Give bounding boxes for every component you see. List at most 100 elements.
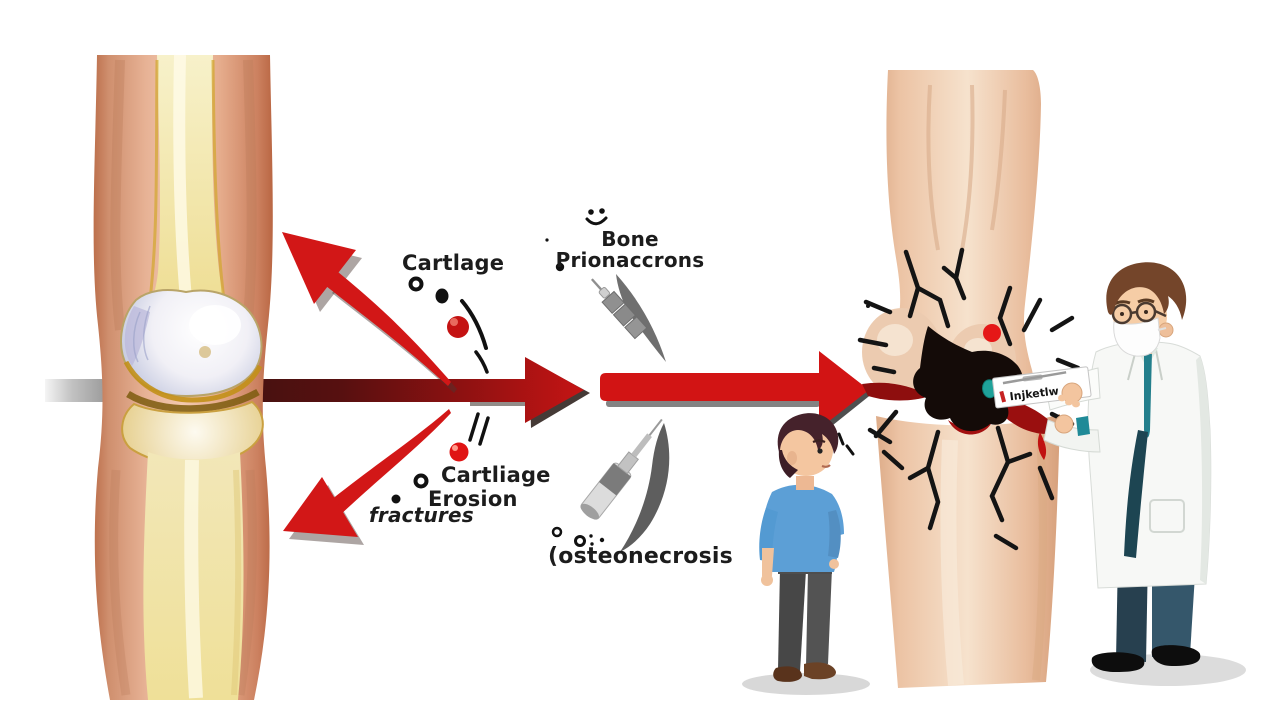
tiny-dot (866, 304, 870, 308)
glyph-dot (588, 209, 594, 215)
crack (857, 337, 889, 348)
muscle-shading (110, 59, 125, 331)
erosion-label-line2: Erosion (428, 487, 518, 511)
debris-ring (413, 473, 429, 489)
motion-stroke (474, 350, 489, 374)
floor-shadow (742, 673, 870, 695)
crack (993, 533, 1019, 551)
curved-arrow-up-icon (282, 232, 457, 393)
face-mask (1113, 317, 1161, 357)
hub (598, 287, 611, 299)
crack (1055, 357, 1081, 371)
coat-pocket (1149, 499, 1185, 533)
bone-highlight (940, 439, 964, 686)
crack (997, 285, 1013, 347)
motion-stroke (460, 299, 488, 350)
glyph-dot (599, 208, 605, 214)
needle (648, 418, 663, 436)
arrow-shadow (606, 400, 820, 407)
smiley-glyph-icon (545, 208, 608, 272)
necrosis-red-patch (1005, 398, 1060, 435)
crack (1037, 465, 1055, 501)
barrel-segment (612, 303, 637, 327)
motion-stroke (478, 416, 490, 446)
barrel-band (599, 463, 632, 496)
boy-mouth (821, 464, 831, 468)
finger (1058, 394, 1066, 402)
bone-highlight (173, 54, 192, 301)
boy-ear (787, 451, 797, 465)
boy-leg (778, 568, 806, 672)
tibia-diseased (876, 414, 1060, 688)
glyph-smile (585, 216, 608, 226)
tiny-dot (599, 537, 605, 543)
doctor-tie (1144, 352, 1152, 438)
arrow-head (282, 232, 356, 304)
mask-strap (1157, 327, 1167, 331)
crack (863, 299, 893, 315)
muscle-shading (235, 469, 257, 696)
crack (1021, 297, 1043, 333)
doctor-figure: Injketlw (982, 262, 1246, 686)
boy-leg (806, 568, 832, 666)
blade-shadow (616, 274, 666, 362)
glasses-lens (1111, 303, 1133, 325)
crack (989, 425, 1011, 523)
red-progress-arrow-icon (600, 351, 869, 429)
condyle-highlight (877, 324, 913, 356)
doctor-eye (1120, 312, 1124, 316)
doctor-shoe (1151, 645, 1201, 666)
boy-hand (829, 559, 839, 569)
barrel-segment (624, 316, 648, 340)
finger (1065, 398, 1073, 406)
blade-shadow (620, 423, 670, 552)
erosion-label-line1: Cartliage (441, 463, 551, 487)
coat-shading (1196, 356, 1211, 584)
joint-gold-rim (123, 360, 263, 403)
worry-marks (837, 432, 855, 456)
glove-cuff (1076, 416, 1090, 436)
boy-shoe (804, 662, 836, 680)
lesion-red-dot (983, 324, 1001, 342)
crack (881, 449, 905, 471)
debris-red-ball (449, 442, 469, 462)
doctor-eye (1144, 310, 1148, 314)
finger (1072, 400, 1080, 408)
debris-dot (435, 288, 449, 304)
fractures-label: fractures (369, 503, 474, 527)
motion-stroke (468, 412, 480, 442)
syringe-icon-top (590, 274, 666, 362)
glasses-bridge (1130, 309, 1167, 318)
ball-highlight (452, 445, 458, 451)
arrow-head (283, 477, 358, 537)
debris-dots-lower (391, 412, 490, 504)
debris-ring (574, 535, 586, 547)
cartilage-tint (124, 306, 150, 366)
doctor-hand (1054, 414, 1074, 434)
tiny-dot (589, 534, 593, 538)
tiny-dot (555, 262, 565, 272)
diseased-knee-illustration (857, 70, 1081, 688)
healthy-knee-illustration (93, 54, 273, 700)
femur-bone (146, 55, 230, 314)
boy-eye (817, 448, 823, 454)
injection-label: Injketlw (1009, 384, 1060, 403)
crack (1005, 451, 1033, 465)
needle (590, 278, 604, 292)
boy-shirt (762, 484, 844, 572)
debris-ring (551, 526, 563, 538)
boy-hair (777, 413, 839, 454)
crack (871, 365, 897, 375)
bone-crease (926, 84, 1007, 251)
cartilage-striation (133, 305, 151, 363)
barrel-cap (580, 503, 600, 520)
tiny-dot (590, 542, 594, 546)
curved-arrow-down-icon (283, 409, 451, 545)
muscle-shading (109, 469, 131, 696)
debris-red-ball (447, 316, 469, 338)
meniscus-line (126, 388, 260, 413)
crack (1049, 315, 1075, 333)
tibial-plateau (121, 400, 264, 466)
main-arrow-1 (45, 357, 590, 428)
crack (873, 409, 899, 439)
